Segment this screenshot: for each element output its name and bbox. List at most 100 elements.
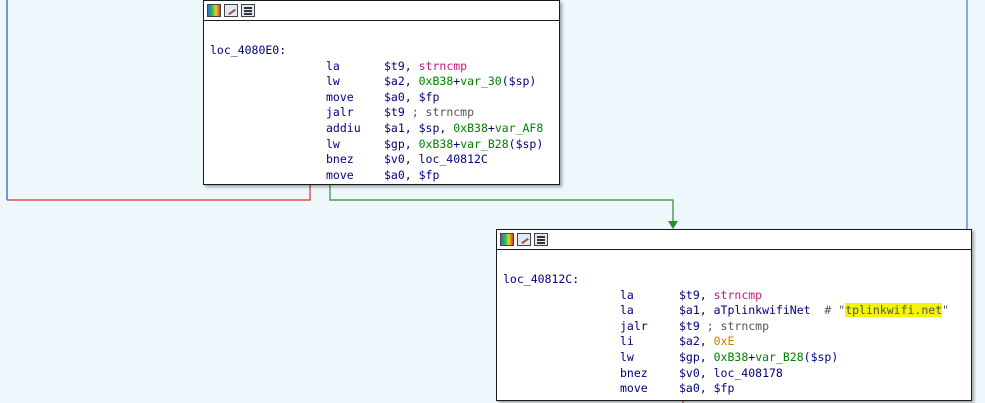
operands: $a1, $sp, 0xB38+var_AF8 [384, 121, 543, 137]
instruction-line[interactable]: la $t9, strncmp [210, 59, 553, 75]
mnemonic: la [620, 303, 634, 318]
operands: $a2, 0xB38+var_30($sp) [384, 74, 536, 90]
operand-text: ($sp) [501, 74, 537, 89]
mnemonic: lw [620, 349, 634, 364]
code-block-loc-40812C[interactable]: loc_40812C:la $t9, strncmp la $a1, aTplinkw… [496, 229, 972, 401]
operand-text: + [748, 349, 756, 364]
operand-text: $a0, $fp [679, 381, 735, 396]
node-titlebar [497, 230, 971, 250]
instruction-line[interactable]: move $a0, $fp [503, 381, 965, 397]
instruction-line[interactable]: bnez $v0, loc_40812C [210, 152, 553, 168]
operands: $t9, strncmp [679, 288, 762, 304]
graph-overview-icon[interactable] [241, 4, 255, 17]
instruction-line[interactable]: addiu $a1, $sp, 0xB38+var_AF8 [210, 121, 553, 137]
operand-text: ($sp) [803, 349, 839, 364]
operand-text: $a2, [384, 74, 419, 89]
operand-text: var_B28 [460, 136, 509, 151]
mnemonic: addiu [326, 120, 361, 135]
operand-text: var_30 [460, 74, 502, 89]
edit-node-icon[interactable] [517, 233, 531, 246]
symbol-ref[interactable]: strncmp [418, 58, 468, 73]
mnemonic: move [326, 89, 354, 104]
instruction-line[interactable]: move $a0, $fp [210, 168, 553, 184]
operands: $gp, 0xB38+var_B28($sp) [679, 350, 838, 366]
operand-text: + [487, 120, 495, 135]
operand-text: + [453, 136, 461, 151]
operand-text: var_AF8 [494, 120, 544, 135]
mnemonic: la [326, 58, 340, 73]
mnemonic: la [620, 287, 634, 302]
operand-text: $v0, loc_408178 [679, 365, 783, 380]
operand-text: 0xB38 [418, 74, 454, 89]
mnemonic: jalr [326, 105, 354, 120]
operand-text: $gp, [384, 136, 419, 151]
operand-text: var_B28 [755, 349, 804, 364]
operands: $gp, 0xB38+var_B28($sp) [384, 137, 543, 153]
instruction-line[interactable]: move $a0, $fp [210, 90, 553, 106]
operand-text: $t9, [384, 58, 419, 73]
operands: $v0, loc_408178 [679, 366, 783, 382]
operand-text: " [942, 303, 950, 318]
edge-arrowhead [668, 221, 678, 229]
mnemonic: move [620, 381, 648, 396]
operands: $t9, strncmp [384, 59, 467, 75]
operand-text: + [453, 74, 461, 89]
mnemonic: li [620, 334, 634, 349]
operand-text: $t9, [679, 287, 714, 302]
instruction-line[interactable]: jalr $t9 ; strncmp [210, 105, 553, 121]
mnemonic: bnez [620, 365, 648, 380]
instruction-line[interactable]: jalr $t9 ; strncmp [503, 319, 965, 335]
mnemonic: move [326, 167, 354, 182]
operand-text: ; strncmp [706, 318, 770, 333]
operand-text: $a1, aTplinkwifiNet [679, 303, 825, 318]
mnemonic: lw [326, 74, 340, 89]
operand-text: ; strncmp [411, 105, 475, 120]
node-titlebar [204, 1, 559, 21]
operand-text: ($sp) [508, 136, 544, 151]
highlighted-string: tplinkwifi.net [845, 303, 943, 318]
operands: $a0, $fp [384, 168, 439, 184]
operand-text: 0xB38 [453, 120, 488, 135]
node-color-icon[interactable] [207, 4, 221, 17]
operand-text: $gp, [679, 349, 714, 364]
operand-text: $a2, [679, 334, 714, 349]
operand-text: $a0, $fp [384, 89, 440, 104]
instruction-line[interactable]: li $a2, 0xE [503, 334, 965, 350]
operand-text: $t9 [679, 318, 707, 333]
instruction-line[interactable]: lw $gp, 0xB38+var_B28($sp) [210, 137, 553, 153]
operand-text: $a0, $fp [384, 167, 440, 182]
instruction-line[interactable]: bnez $v0, loc_408178 [503, 366, 965, 382]
operand-text: 0xB38 [713, 349, 749, 364]
edge-true-branch [329, 184, 674, 222]
operand-text: # " [824, 303, 846, 318]
mnemonic: jalr [620, 318, 648, 333]
symbol-ref[interactable]: strncmp [713, 287, 763, 302]
operands: $a0, $fp [384, 90, 439, 106]
operands: $a0, $fp [679, 381, 734, 397]
operands: $t9 ; strncmp [679, 319, 769, 335]
block-label[interactable]: loc_40812C: [503, 272, 580, 286]
operands: $a1, aTplinkwifiNet # "tplinkwifi.net" [679, 303, 949, 319]
operand-text: 0xE [713, 334, 735, 349]
operands: $v0, loc_40812C [384, 152, 488, 168]
instruction-line[interactable]: lw $gp, 0xB38+var_B28($sp) [503, 350, 965, 366]
mnemonic: lw [326, 136, 340, 151]
operand-text: $a1, $sp, [384, 120, 454, 135]
operand-text: $v0, loc_40812C [384, 152, 488, 167]
operands: $a2, 0xE [679, 334, 734, 350]
instruction-line[interactable]: la $a1, aTplinkwifiNet # "tplinkwifi.net" [503, 303, 965, 319]
node-color-icon[interactable] [500, 233, 514, 246]
operand-text: 0xB38 [418, 136, 454, 151]
mnemonic: bnez [326, 152, 354, 167]
operand-text: $t9 [384, 105, 412, 120]
edge-false-branch [7, 184, 311, 201]
block-label[interactable]: loc_4080E0: [210, 43, 287, 57]
instruction-line[interactable]: lw $a2, 0xB38+var_30($sp) [210, 74, 553, 90]
operands: $t9 ; strncmp [384, 105, 474, 121]
instruction-line[interactable]: la $t9, strncmp [503, 288, 965, 304]
graph-overview-icon[interactable] [534, 233, 548, 246]
edit-node-icon[interactable] [224, 4, 238, 17]
